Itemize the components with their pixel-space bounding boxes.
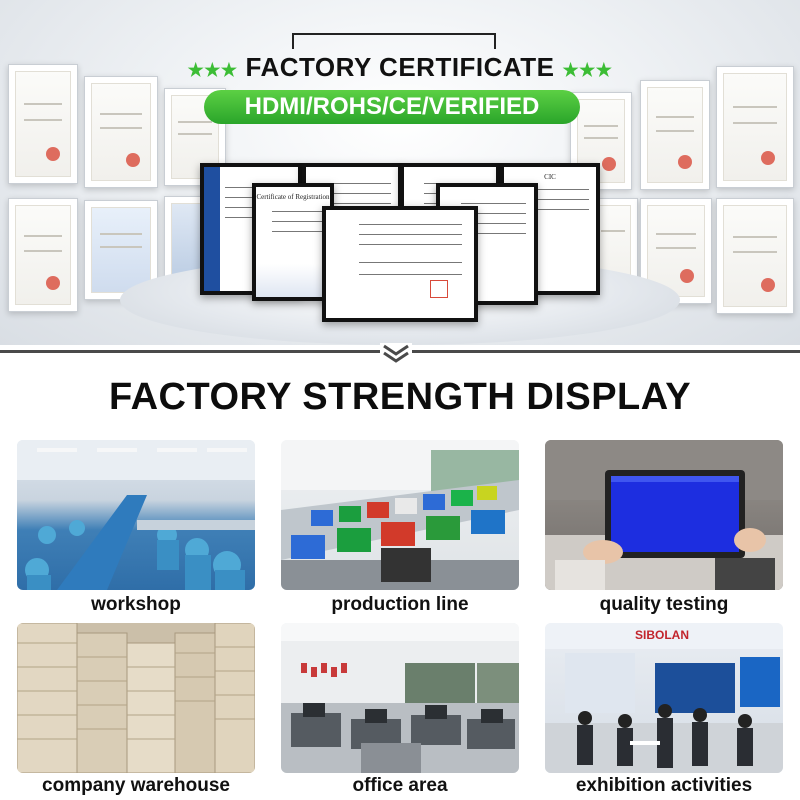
workshop-photo — [17, 440, 255, 590]
title-bracket — [292, 33, 496, 49]
stamp-icon — [430, 280, 448, 298]
section-heading: FACTORY STRENGTH DISPLAY — [108, 376, 692, 418]
production-line-photo — [281, 440, 519, 590]
caption-company-warehouse: company warehouse — [42, 775, 230, 796]
quality-testing-photo — [545, 440, 783, 590]
certificate-document: Certificate of Registration — [252, 183, 334, 301]
standards-badge: HDMI/ROHS/CE/VERIFIED — [204, 90, 580, 124]
caption-workshop: workshop — [91, 594, 181, 615]
exhibition-activities-photo: SIBOLAN — [545, 623, 783, 773]
certificate-title: ★★★FACTORY CERTIFICATE★★★ — [187, 52, 613, 82]
office-area-photo — [281, 623, 519, 773]
stars-left-icon: ★★★ — [187, 60, 238, 80]
caption-production-line: production line — [331, 594, 469, 615]
certificate-banner: ★★★FACTORY CERTIFICATE★★★ HDMI/ROHS/CE/V… — [0, 0, 800, 345]
wall-certificate — [84, 76, 158, 188]
caption-office-area: office area — [352, 775, 448, 796]
chevron-down-icon — [380, 343, 412, 365]
caption-exhibition-activities: exhibition activities — [575, 775, 753, 796]
wall-certificate — [8, 64, 78, 184]
wall-certificate — [640, 80, 710, 190]
wall-certificate — [716, 66, 794, 188]
caption-quality-testing: quality testing — [599, 594, 729, 615]
wall-certificate — [716, 198, 794, 314]
wall-certificate — [8, 198, 78, 312]
exhibition-sign: SIBOLAN — [635, 628, 689, 642]
stars-right-icon: ★★★ — [562, 60, 613, 80]
certificate-document-main — [322, 206, 478, 322]
company-warehouse-photo — [17, 623, 255, 773]
